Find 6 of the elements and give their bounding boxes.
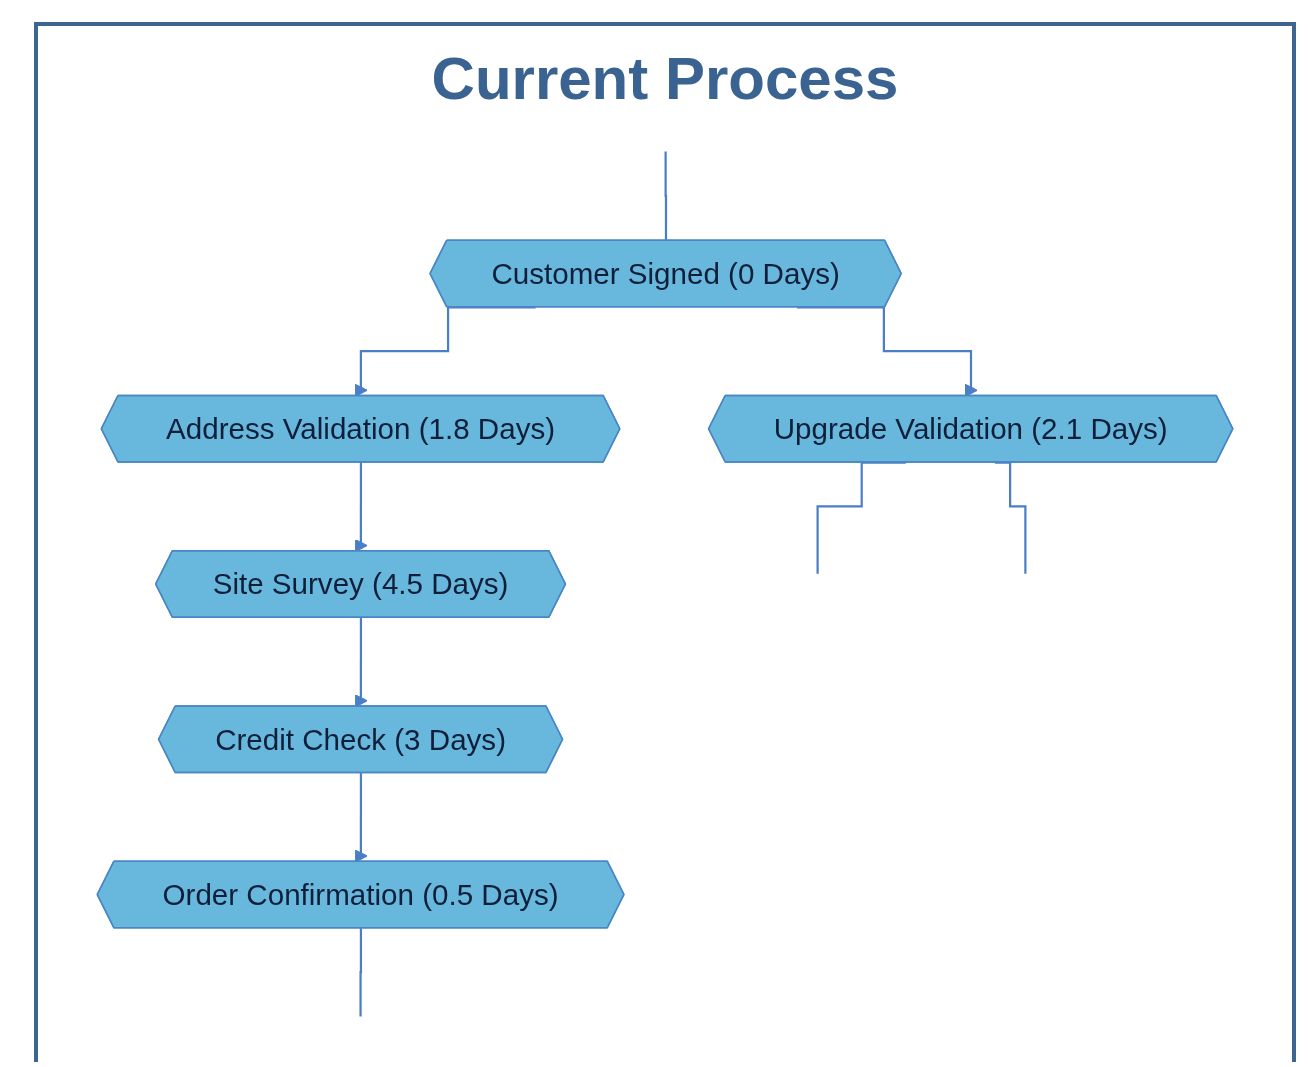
connector bbox=[359, 927, 363, 1018]
arrow bbox=[354, 772, 368, 863]
arrow bbox=[797, 306, 978, 397]
arrow bbox=[354, 306, 536, 397]
title: Current Process bbox=[430, 44, 900, 113]
frame-border: Current Process Customer Signed (0 Days) Address Validation (1.8 Days) Upgrade Validation (2.1 Days) Site Survey (4.5 Days) Credit Check (3 Days) Order Confirmation (0.5 Days) bbox=[34, 22, 1296, 1062]
